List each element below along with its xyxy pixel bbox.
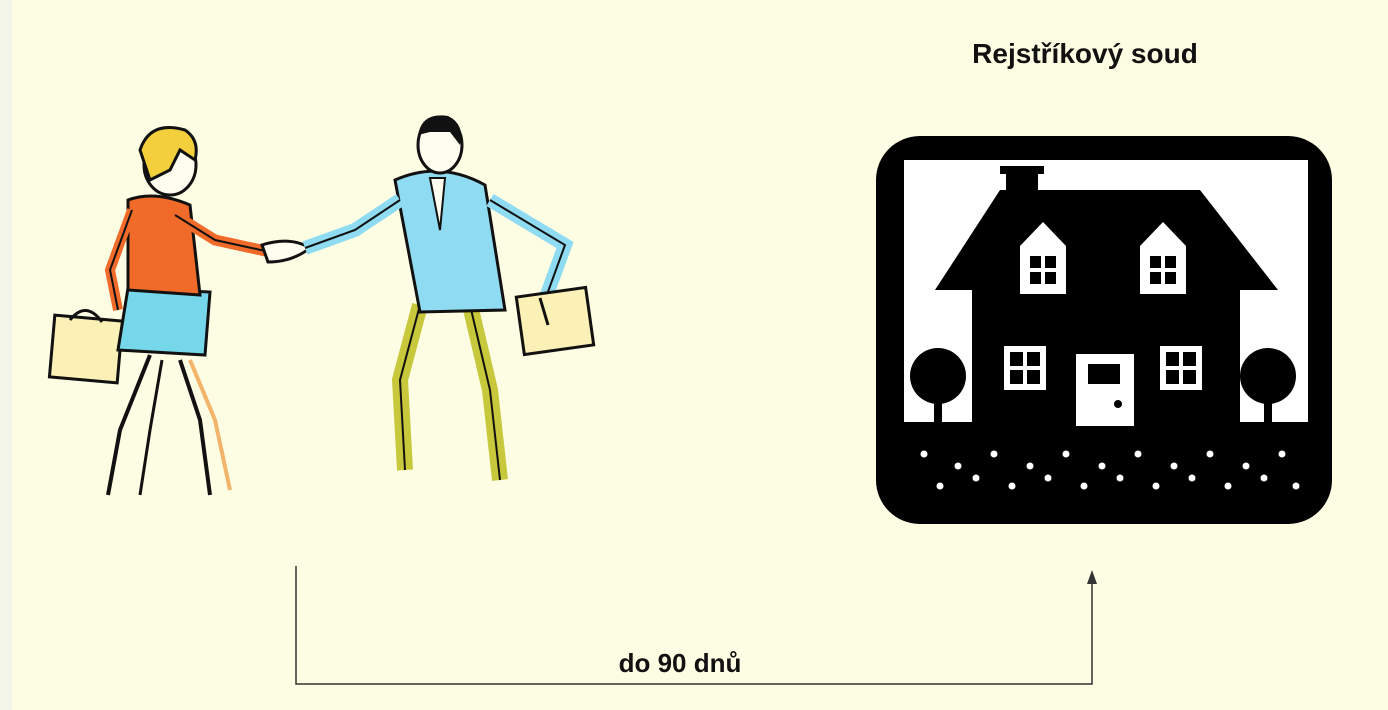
deadline-label: do 90 dnů bbox=[560, 648, 800, 679]
arrow-head bbox=[1087, 570, 1097, 584]
